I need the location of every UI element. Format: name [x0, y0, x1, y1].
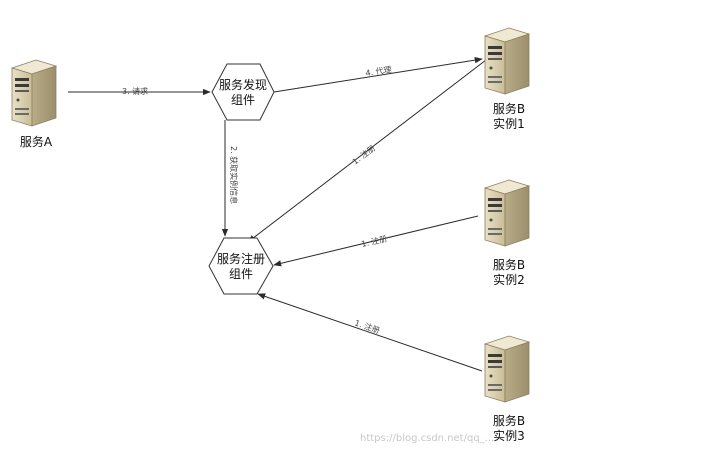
edge-register-1: 1. 注册 [247, 59, 487, 243]
watermark-text: https://blog.csdn.net/qq_... [360, 433, 494, 444]
instance2-label-line2: 实例2 [493, 272, 525, 287]
discovery-component: 服务发现 组件 [211, 63, 275, 121]
server-icon [484, 179, 530, 247]
instance3-label-line2: 实例3 [493, 428, 525, 443]
instance1-label-line1: 服务B [493, 101, 525, 116]
edge-label-proxy: 4. 代理 [365, 64, 392, 78]
edge-label-register-1: 1. 注册 [350, 143, 377, 167]
registry-hexagon [208, 237, 274, 295]
instance3-label-line1: 服务B [493, 413, 525, 428]
server-icon [484, 335, 530, 403]
edge-label-register-2: 1. 注册 [360, 233, 388, 249]
edge-proxy: 4. 代理 [273, 56, 483, 93]
instance2-label-line1: 服务B [493, 257, 525, 272]
registry-label-line1: 服务注册 [217, 251, 265, 266]
edge-fetch-list: 2. 获取实例信息 [221, 120, 239, 237]
service-b-instance-3: 服务B 实例3 [484, 335, 530, 443]
service-b-instance-1: 服务B 实例1 [484, 27, 530, 131]
registry-label-line2: 组件 [229, 267, 253, 281]
edge-register-3: 1. 注册 [257, 293, 483, 372]
service-b-instance-2: 服务B 实例2 [484, 179, 530, 287]
registry-component: 服务注册 组件 [208, 237, 274, 295]
edge-request: 3. 请求 [68, 86, 211, 96]
server-icon [484, 27, 530, 95]
edge-label-fetch-list: 2. 获取实例信息 [229, 146, 239, 204]
discovery-label-line1: 服务发现 [219, 77, 267, 92]
instance1-label-line2: 实例1 [493, 116, 525, 131]
edge-register-2: 1. 注册 [273, 215, 479, 267]
edge-label-register-3: 1. 注册 [353, 317, 381, 335]
server-icon [11, 59, 57, 127]
service-a: 服务A [11, 59, 57, 149]
discovery-label-line2: 组件 [231, 93, 255, 107]
discovery-hexagon [211, 63, 275, 121]
service-a-label: 服务A [20, 134, 53, 149]
edge-label-request: 3. 请求 [122, 86, 148, 96]
